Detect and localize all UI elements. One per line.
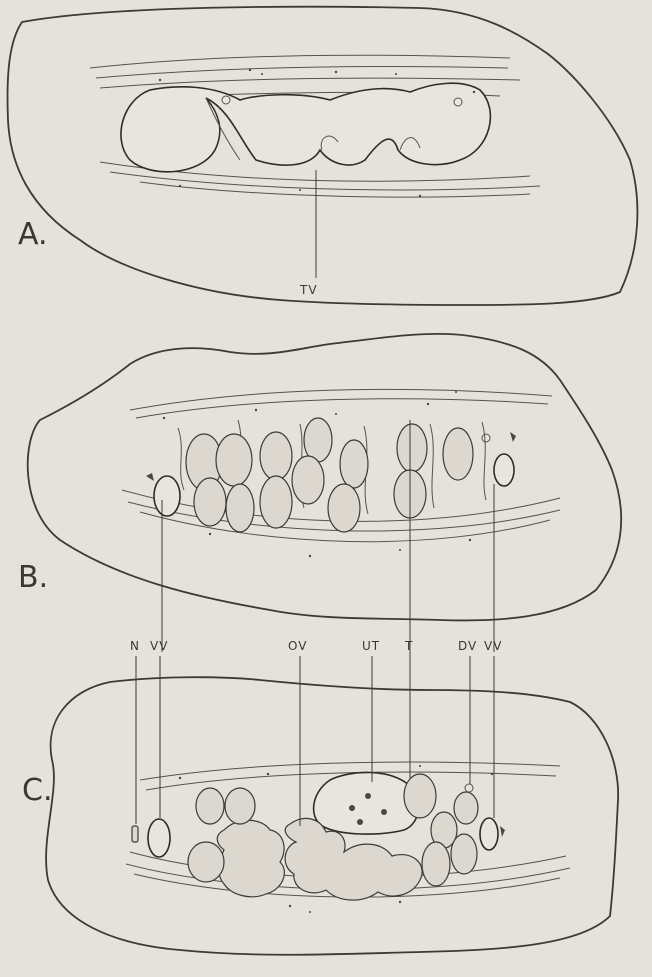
label-vv-right: VV: [484, 639, 502, 653]
label-tv: TV: [299, 283, 318, 297]
label-t: T: [404, 639, 413, 653]
label-ut: UT: [362, 639, 380, 653]
panel-b: B.: [18, 334, 621, 621]
uterus: [314, 772, 419, 834]
testis-vesicle: [121, 83, 490, 172]
label-ov: OV: [288, 639, 307, 653]
testis-follicles: [186, 418, 473, 532]
panel-c: N VV OV UT T DV VV C.: [22, 420, 618, 955]
label-vv-left: VV: [150, 639, 168, 653]
ovary-left: [217, 820, 284, 897]
panel-a: TV A.: [8, 7, 638, 305]
panel-letter-c: C.: [22, 773, 52, 808]
panel-a-outline: [8, 7, 638, 305]
label-n: N: [130, 639, 140, 653]
panel-letter-a: A.: [18, 217, 48, 252]
panel-letter-b: B.: [18, 560, 48, 595]
label-dv: DV: [458, 639, 477, 653]
